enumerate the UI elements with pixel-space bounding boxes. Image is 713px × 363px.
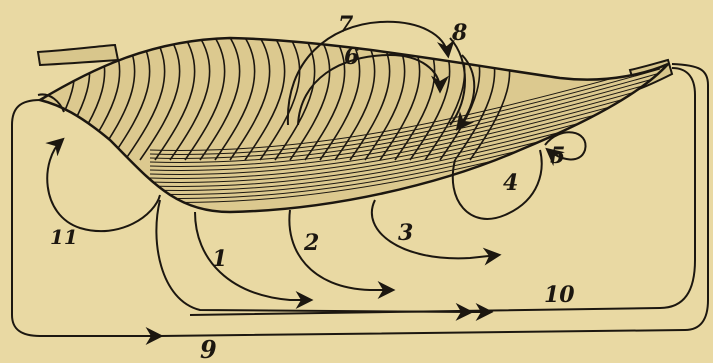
label-4: 4 <box>503 170 518 196</box>
label-5: 5 <box>550 143 565 169</box>
label-7: 7 <box>338 12 354 38</box>
label-2: 2 <box>303 230 319 256</box>
upper-tendon <box>38 45 118 65</box>
label-6: 6 <box>344 44 359 70</box>
label-11: 11 <box>50 225 78 249</box>
label-8: 8 <box>451 20 467 46</box>
label-9: 9 <box>200 335 217 363</box>
label-3: 3 <box>398 220 413 246</box>
label-10: 10 <box>544 282 575 308</box>
loop-outer-1 <box>156 200 470 312</box>
label-1: 1 <box>212 246 227 272</box>
loop-3 <box>372 200 498 258</box>
